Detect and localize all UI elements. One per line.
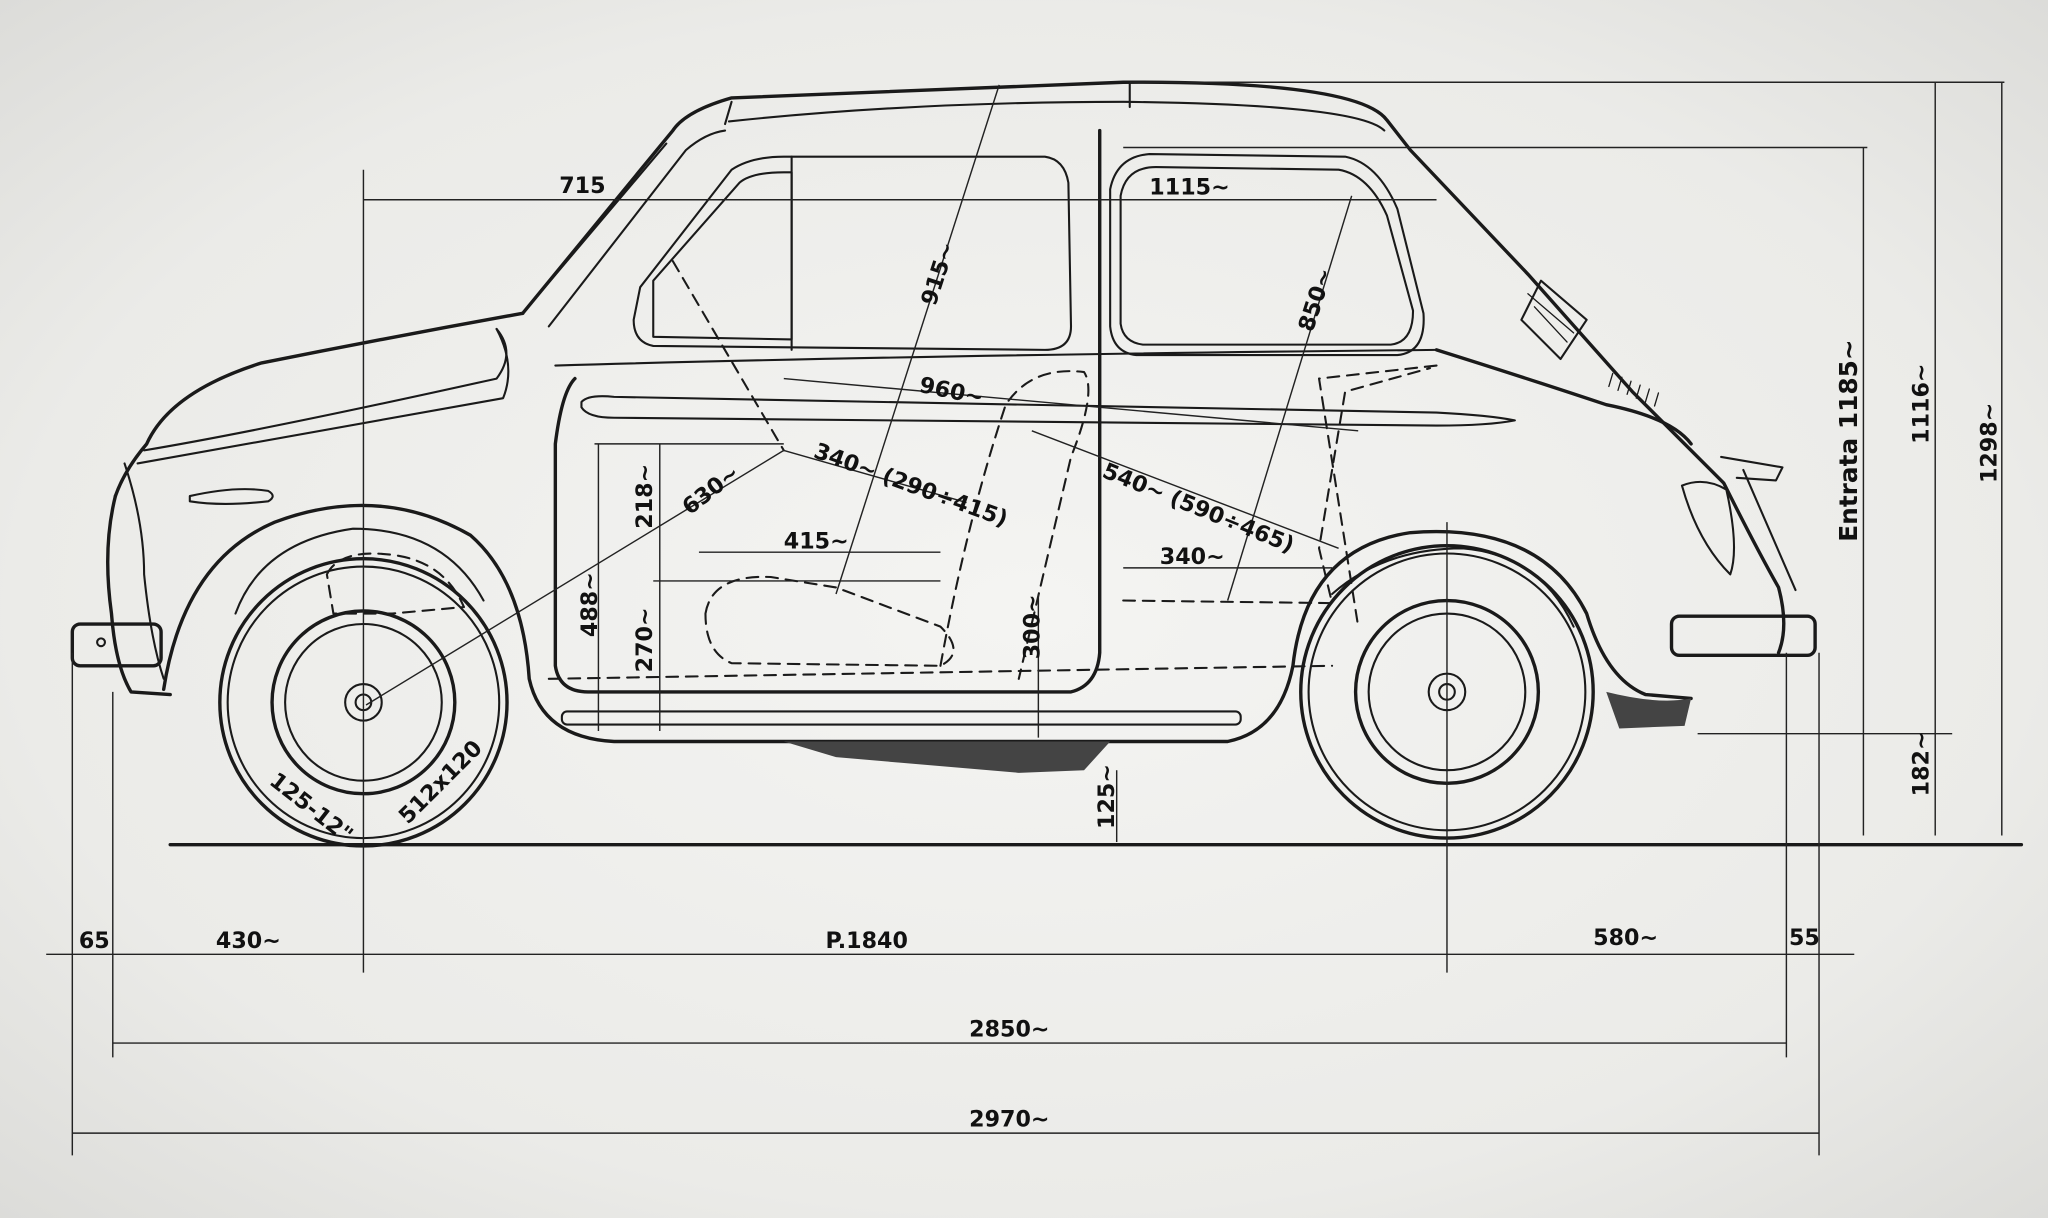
car-body: [70, 80, 1817, 773]
dim-488: 488~: [577, 572, 603, 637]
dim-1116: 1116~: [1909, 364, 1935, 444]
dim-2850: 2850~: [969, 1017, 1049, 1043]
dim-415: 415~: [784, 528, 849, 554]
dim-630: 630~: [677, 460, 744, 520]
dim-65: 65: [79, 928, 110, 954]
dim-wheelbase: P.1840: [826, 928, 908, 954]
dim-270: 270~: [632, 607, 658, 672]
dim-125: 125~: [1094, 764, 1120, 829]
dimension-lines: [46, 81, 2005, 1156]
dim-580: 580~: [1593, 925, 1658, 951]
dimension-labels: 715 1115~ 915~ 850~ 960~ 340~ (290÷415) …: [79, 173, 2003, 1132]
dim-entrata: Entrata 1185~: [1834, 339, 1863, 541]
dim-182: 182~: [1909, 731, 1935, 796]
dim-850: 850~: [1293, 265, 1338, 335]
dim-55: 55: [1789, 925, 1820, 951]
dim-300: 300~: [1020, 594, 1046, 659]
dim-715: 715: [559, 173, 605, 199]
dim-1298: 1298~: [1977, 403, 2003, 483]
dim-430: 430~: [216, 928, 281, 954]
dim-218: 218~: [632, 464, 658, 529]
dim-2970: 2970~: [969, 1107, 1049, 1133]
engine-vent-icon: [1608, 372, 1660, 407]
dim-915: 915~: [916, 239, 961, 309]
dim-1115: 1115~: [1149, 175, 1229, 201]
dim-340-rear: 340~: [1160, 544, 1225, 570]
dim-960: 960~: [917, 372, 986, 411]
